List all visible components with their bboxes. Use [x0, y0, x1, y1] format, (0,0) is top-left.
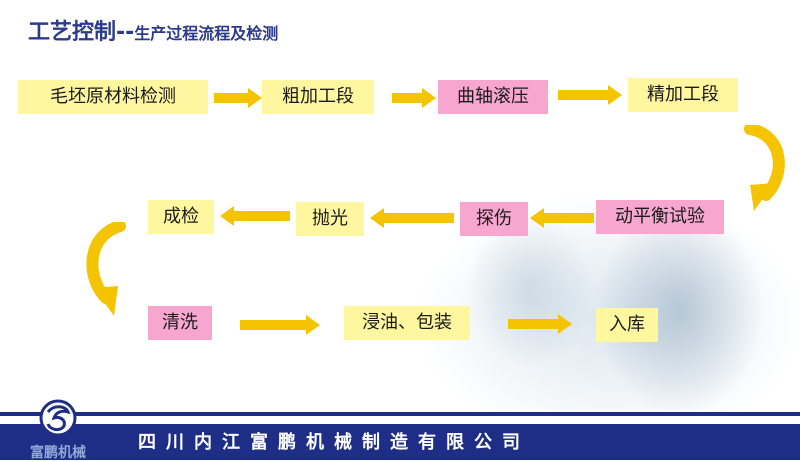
- page-title: 工艺控制--生产过程流程及检测: [28, 14, 278, 46]
- step-polishing: 抛光: [296, 202, 364, 236]
- arrow-left-icon: [530, 208, 594, 228]
- arrow-right-icon: [392, 88, 436, 108]
- arrow-left-icon: [220, 206, 290, 226]
- step-flaw-detection: 探伤: [460, 202, 528, 236]
- step-crankshaft-rolling: 曲轴滚压: [438, 80, 548, 114]
- company-name: 四川内江富鹏机械制造有限公司: [138, 432, 530, 453]
- company-logo-icon: [39, 399, 77, 437]
- logo-brand-text: 富鹏机械: [30, 445, 86, 461]
- arrow-right-icon: [240, 315, 320, 335]
- title-main: 工艺控制--: [28, 20, 135, 45]
- footer-strip: [0, 412, 800, 416]
- title-sub: 生产过程流程及检测: [134, 24, 279, 43]
- arrow-right-icon: [214, 88, 262, 108]
- step-warehousing: 入库: [596, 308, 658, 342]
- arrow-left-icon: [370, 208, 454, 228]
- step-finish-machining: 精加工段: [628, 78, 738, 112]
- background-photo: [380, 120, 800, 410]
- step-rough-machining: 粗加工段: [262, 80, 374, 114]
- footer: 四川内江富鹏机械制造有限公司: [0, 412, 800, 460]
- arrow-right-icon: [558, 85, 622, 105]
- curved-arrow-down-icon: [86, 222, 126, 316]
- curved-arrow-down-icon: [744, 125, 785, 211]
- step-cleaning: 清洗: [148, 306, 212, 340]
- step-oiling-packing: 浸油、包装: [344, 306, 470, 340]
- arrow-right-icon: [508, 314, 572, 334]
- step-final-inspection: 成检: [148, 200, 214, 234]
- step-raw-material-inspection: 毛坯原材料检测: [18, 80, 208, 114]
- footer-bar: [0, 424, 800, 460]
- step-dynamic-balance-test: 动平衡试验: [596, 200, 724, 234]
- company-logo: 富鹏机械: [18, 398, 98, 461]
